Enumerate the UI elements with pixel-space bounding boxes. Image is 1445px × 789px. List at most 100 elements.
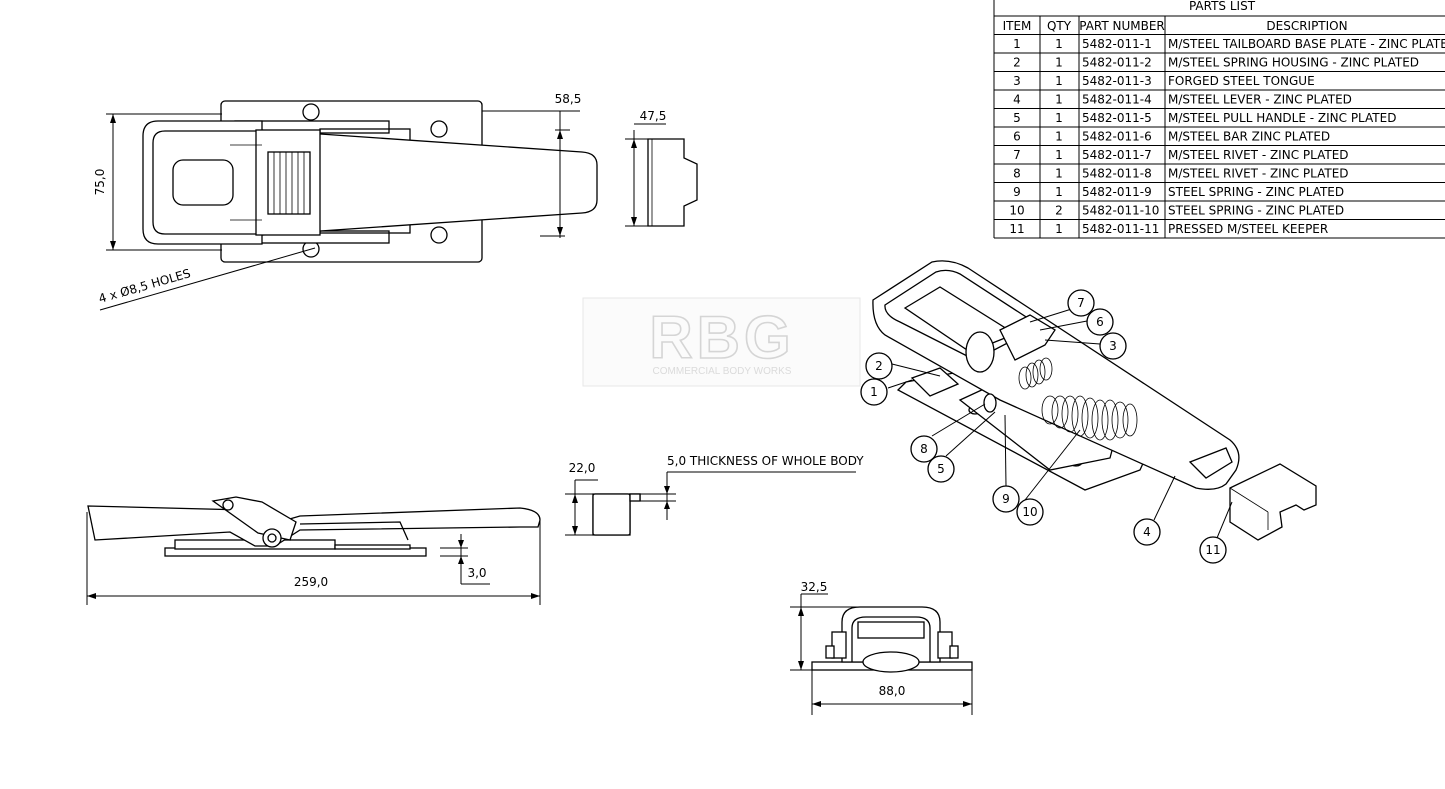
table-cell: 6	[1013, 130, 1021, 144]
svg-text:6: 6	[1096, 315, 1104, 329]
table-cell: 5482-011-6	[1082, 130, 1152, 144]
svg-text:11: 11	[1205, 543, 1220, 557]
balloon-8: 8	[910, 435, 938, 463]
iso-spring-10	[1041, 395, 1138, 441]
table-cell: 1	[1055, 185, 1063, 199]
isometric-view: 1 2 3 4 5 6 7 8 9 10 11	[860, 260, 1317, 564]
thickness-note: 5,0 THICKNESS OF WHOLE BODY	[667, 454, 864, 468]
balloon-1: 1	[860, 378, 888, 406]
balloon-5: 5	[927, 455, 955, 483]
svg-text:2: 2	[875, 359, 883, 373]
table-cell: M/STEEL TAILBOARD BASE PLATE - ZINC PLAT…	[1168, 37, 1445, 51]
svg-text:3: 3	[1109, 339, 1117, 353]
table-cell: 10	[1009, 204, 1024, 218]
dim-keeper-height: 47,5	[640, 109, 667, 123]
keeper-side-view: 22,0 5,0 THICKNESS OF WHOLE BODY	[565, 454, 864, 536]
header-description: DESCRIPTION	[1266, 19, 1347, 33]
mounting-hole	[430, 120, 448, 138]
iso-tongue	[910, 367, 960, 397]
table-cell: 1	[1055, 56, 1063, 70]
dim-keeper-side: 22,0	[569, 461, 596, 475]
end-view: 32,5 88,0	[790, 580, 973, 715]
table-cell: 1	[1055, 148, 1063, 162]
table-cell: 5482-011-8	[1082, 167, 1152, 181]
table-cell: 5482-011-2	[1082, 56, 1152, 70]
iso-pivot	[965, 331, 995, 373]
iso-keeper	[1229, 463, 1317, 541]
table-cell: 1	[1055, 222, 1063, 236]
watermark: RBG COMMERCIAL BODY WORKS	[582, 297, 861, 387]
table-cell: M/STEEL PULL HANDLE - ZINC PLATED	[1168, 111, 1396, 125]
dim-end-width: 88,0	[879, 684, 906, 698]
table-cell: 8	[1013, 167, 1021, 181]
balloon-6: 6	[1086, 308, 1114, 336]
table-cell: 5482-011-5	[1082, 111, 1152, 125]
table-cell: M/STEEL RIVET - ZINC PLATED	[1168, 167, 1349, 181]
svg-text:5: 5	[937, 462, 945, 476]
svg-text:1: 1	[870, 385, 878, 399]
balloon-11: 11	[1199, 536, 1227, 564]
iso-lever	[872, 260, 1240, 490]
table-cell: 7	[1013, 148, 1021, 162]
table-cell: 5482-011-9	[1082, 185, 1152, 199]
table-cell: M/STEEL SPRING HOUSING - ZINC PLATED	[1168, 56, 1419, 70]
table-cell: 1	[1055, 130, 1063, 144]
iso-bar	[999, 314, 1056, 361]
table-cell: 4	[1013, 93, 1021, 107]
table-cell: FORGED STEEL TONGUE	[1168, 74, 1315, 88]
table-cell: 5482-011-3	[1082, 74, 1152, 88]
svg-text:8: 8	[920, 442, 928, 456]
table-cell: M/STEEL LEVER - ZINC PLATED	[1168, 93, 1352, 107]
table-cell: 2	[1013, 56, 1021, 70]
parts-list-table: PARTS LIST ITEM QTY PART NUMBER DESCRIPT…	[993, 0, 1445, 239]
header-item: ITEM	[1003, 19, 1032, 33]
spring-coil-top	[267, 151, 311, 215]
dim-end-height: 32,5	[801, 580, 828, 594]
balloon-10: 10	[1016, 498, 1044, 526]
svg-text:9: 9	[1002, 492, 1010, 506]
table-cell: 5482-011-1	[1082, 37, 1152, 51]
table-cell: 5482-011-10	[1082, 204, 1159, 218]
table-cell: 1	[1013, 37, 1021, 51]
table-cell: 5482-011-11	[1082, 222, 1159, 236]
table-cell: 11	[1009, 222, 1024, 236]
dim-overall-length: 259,0	[294, 575, 328, 589]
table-cell: 5482-011-7	[1082, 148, 1152, 162]
balloon-3: 3	[1099, 332, 1127, 360]
dim-handle-height: 58,5	[555, 92, 582, 106]
balloon-7: 7	[1067, 289, 1095, 317]
side-view: 259,0 3,0	[86, 496, 541, 605]
table-cell: 5	[1013, 111, 1021, 125]
top-view: 75,0 58,5 4 x Ø8,5 HOLES	[93, 92, 598, 311]
mounting-hole	[302, 103, 320, 121]
balloon-4: 4	[1133, 518, 1161, 546]
table-cell: 1	[1055, 74, 1063, 88]
iso-spring-9	[1018, 357, 1053, 390]
mounting-hole	[430, 226, 448, 244]
dim-top-height: 75,0	[93, 169, 107, 196]
parts-list-title: PARTS LIST	[1189, 0, 1256, 13]
table-cell: 1	[1055, 111, 1063, 125]
table-cell: 3	[1013, 74, 1021, 88]
table-cell: M/STEEL RIVET - ZINC PLATED	[1168, 148, 1349, 162]
table-cell: STEEL SPRING - ZINC PLATED	[1168, 204, 1344, 218]
svg-text:10: 10	[1022, 505, 1037, 519]
table-cell: M/STEEL BAR ZINC PLATED	[1168, 130, 1330, 144]
table-cell: 5482-011-4	[1082, 93, 1152, 107]
holes-note: 4 x Ø8,5 HOLES	[97, 266, 192, 306]
keeper-top-view: 47,5	[625, 109, 698, 227]
table-cell: 2	[1055, 204, 1063, 218]
table-cell: 1	[1055, 93, 1063, 107]
lever-outline	[261, 129, 598, 236]
table-cell: PRESSED M/STEEL KEEPER	[1168, 222, 1328, 236]
table-cell: 9	[1013, 185, 1021, 199]
watermark-tagline: COMMERCIAL BODY WORKS	[653, 366, 792, 377]
table-cell: 1	[1055, 167, 1063, 181]
end-handle	[857, 621, 925, 639]
handle-slot	[172, 159, 234, 206]
header-part-number: PART NUMBER	[1079, 19, 1165, 33]
balloon-2: 2	[865, 352, 893, 380]
balloon-9: 9	[992, 485, 1020, 513]
dim-base-thickness: 3,0	[467, 566, 486, 580]
